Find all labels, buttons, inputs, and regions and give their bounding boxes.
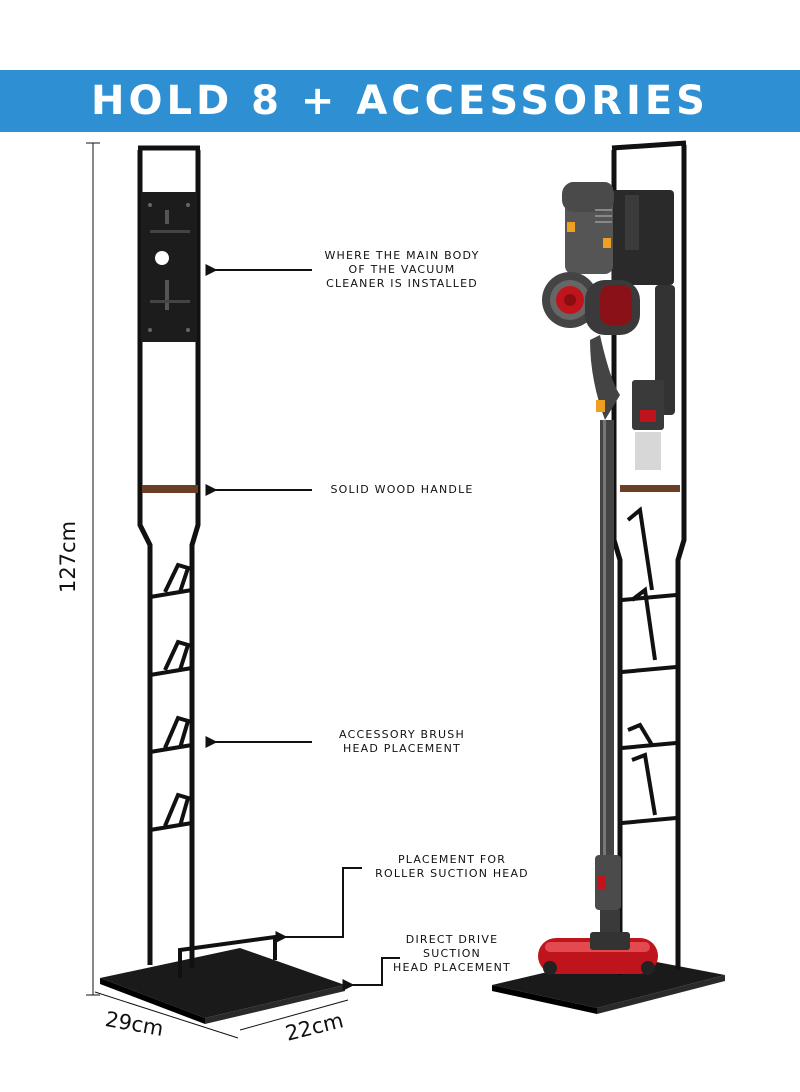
- callout-line: OF THE VACUUM: [348, 263, 456, 276]
- banner-title: HOLD 8 + ACCESSORIES: [91, 78, 709, 124]
- callout-line: SOLID WOOD HANDLE: [330, 483, 474, 496]
- callout-accessory-brush: ACCESSORY BRUSH HEAD PLACEMENT: [312, 728, 492, 756]
- callout-line: HEAD PLACEMENT: [393, 961, 511, 974]
- accessory-holders: [149, 562, 193, 832]
- base-dimensions: [94, 991, 349, 1039]
- callout-line: HEAD PLACEMENT: [343, 742, 461, 755]
- callout-line: SUCTION: [423, 947, 481, 960]
- callout-main-body: WHERE THE MAIN BODY OF THE VACUUM CLEANE…: [312, 249, 492, 291]
- stand-with-vacuum: [492, 140, 725, 1014]
- empty-stand: [100, 145, 345, 1024]
- mounting-plate: [141, 192, 197, 342]
- callout-wood-handle: SOLID WOOD HANDLE: [312, 483, 492, 497]
- callout-line: PLACEMENT FOR: [397, 853, 507, 866]
- height-label: 127cm: [56, 520, 80, 594]
- callout-line: CLEANER IS INSTALLED: [326, 277, 478, 290]
- callout-line: WHERE THE MAIN BODY: [324, 249, 480, 262]
- title-banner: HOLD 8 + ACCESSORIES: [0, 70, 800, 132]
- callout-roller-head: PLACEMENT FOR ROLLER SUCTION HEAD: [362, 853, 542, 881]
- callout-arrows: [205, 264, 400, 991]
- callout-line: ROLLER SUCTION HEAD: [375, 867, 529, 880]
- roller-bracket: [178, 934, 277, 978]
- callout-line: DIRECT DRIVE: [405, 933, 499, 946]
- height-dimension: [86, 142, 100, 996]
- callout-direct-drive: DIRECT DRIVE SUCTION HEAD PLACEMENT: [382, 933, 522, 975]
- callout-line: ACCESSORY BRUSH: [339, 728, 465, 741]
- wood-handle: [142, 485, 198, 493]
